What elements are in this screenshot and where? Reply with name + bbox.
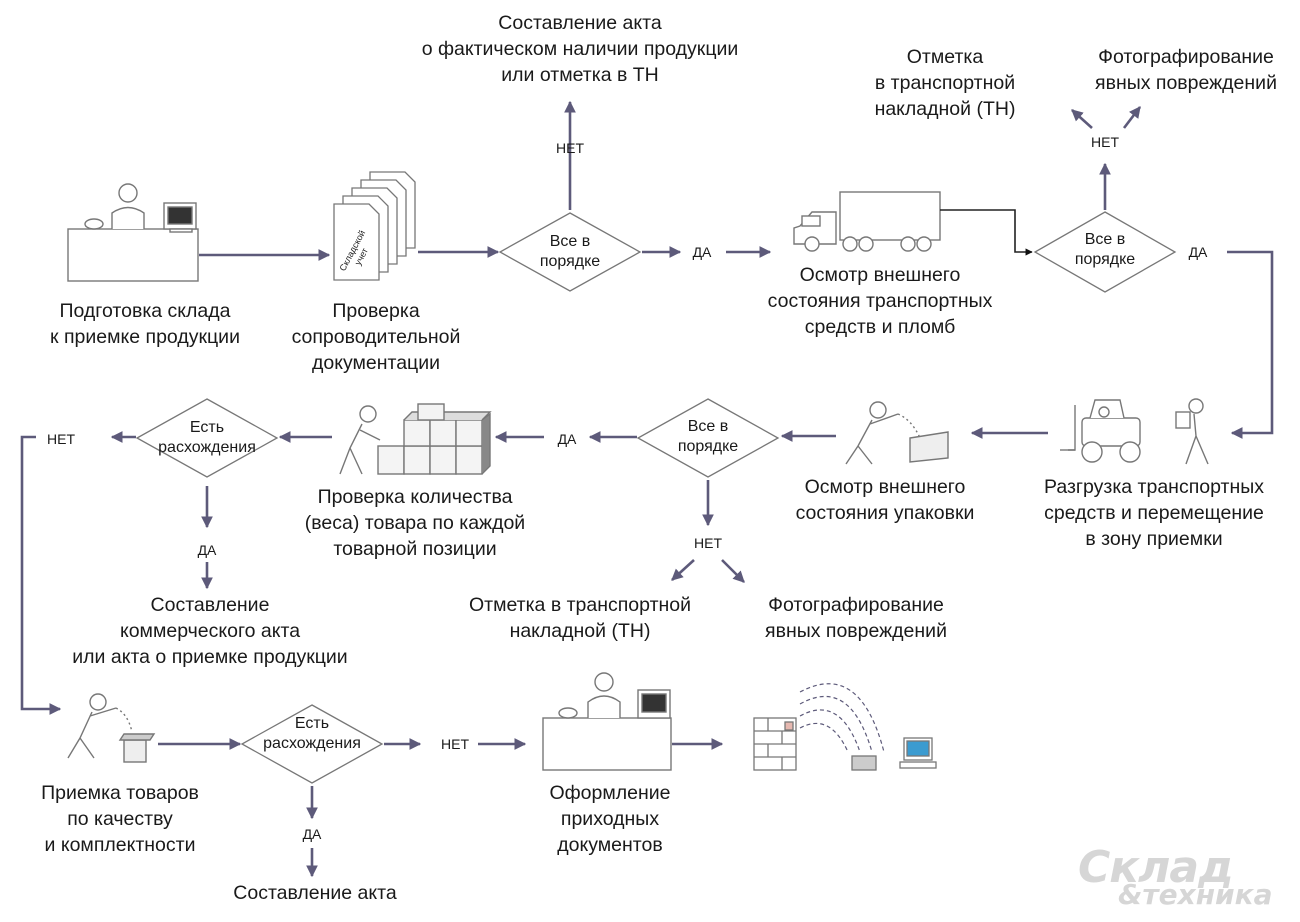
label-commercial-act: Составление коммерческого акта или акта …	[72, 594, 348, 668]
label-inspect-package: Осмотр внешнего состояния упаковки	[795, 476, 975, 524]
tag-yes-3: ДА	[557, 431, 577, 447]
worker-inspecting-box-icon	[845, 401, 949, 465]
tag-yes-5: ДА	[302, 826, 322, 842]
worker-carrying-box-icon	[1175, 398, 1209, 465]
forklift-icon	[1060, 399, 1141, 463]
label-unload: Разгрузка транспортных средств и перемещ…	[1043, 476, 1264, 550]
label-quality-accept: Приемка товаров по качеству и комплектно…	[41, 782, 199, 856]
label-mark-tn-mid: Отметка в транспортной накладной (ТН)	[468, 594, 692, 642]
decision-3-text: Все в порядке	[677, 418, 739, 455]
decision-2-text: Все в порядке	[1074, 231, 1136, 268]
office-desk-icon	[542, 672, 672, 771]
tag-yes-4: ДА	[197, 542, 217, 558]
document-stack-icon: Складской учет	[333, 171, 416, 281]
decision-diamond-1	[498, 212, 642, 292]
label-prepare-warehouse: Подготовка склада к приемке продукции	[50, 300, 240, 348]
tag-yes-1: ДА	[692, 244, 712, 260]
decision-diamond-2	[1033, 211, 1177, 293]
label-act-bottom: Составление акта	[233, 882, 397, 904]
worker-with-boxes-icon	[339, 403, 492, 475]
tag-no-5: НЕТ	[441, 736, 469, 752]
label-receipt-docs: Оформление приходных документов	[549, 782, 671, 856]
logo-line-2: &техника	[1118, 878, 1273, 911]
label-check-quantity: Проверка количества (веса) товара по каж…	[304, 486, 526, 560]
decision-4-text: Есть расхождения	[158, 419, 256, 456]
label-mark-tn-top: Отметка в транспортной накладной (ТН)	[874, 46, 1016, 120]
label-photo-top: Фотографирование явных повреждений	[1095, 46, 1277, 94]
decision-5-text: Есть расхождения	[263, 715, 361, 752]
worker-inspecting-goods-icon	[67, 693, 156, 763]
tag-yes-2: ДА	[1188, 244, 1208, 260]
tag-no-1: НЕТ	[556, 140, 584, 156]
tag-no-2: НЕТ	[1091, 134, 1119, 150]
label-inspect-vehicles: Осмотр внешнего состояния транспортных с…	[767, 264, 993, 338]
wireless-terminal-icon	[753, 683, 937, 771]
tag-no-4: НЕТ	[47, 431, 75, 447]
arrows	[20, 100, 1274, 878]
desk-operator-icon	[67, 183, 199, 282]
decision-1-text: Все в порядке	[539, 233, 601, 270]
decision-diamond-4	[135, 398, 279, 478]
label-check-docs: Проверка сопроводительной документации	[291, 300, 461, 374]
label-act-actual: Составление акта о фактическом наличии п…	[421, 12, 739, 86]
truck-icon	[793, 191, 941, 252]
tag-no-3: НЕТ	[694, 535, 722, 551]
decision-diamond-3	[636, 398, 780, 478]
decision-diamond-5	[240, 704, 384, 784]
logo-line-1: Склад	[1078, 842, 1234, 893]
label-photo-mid: Фотографирование явных повреждений	[765, 594, 947, 642]
